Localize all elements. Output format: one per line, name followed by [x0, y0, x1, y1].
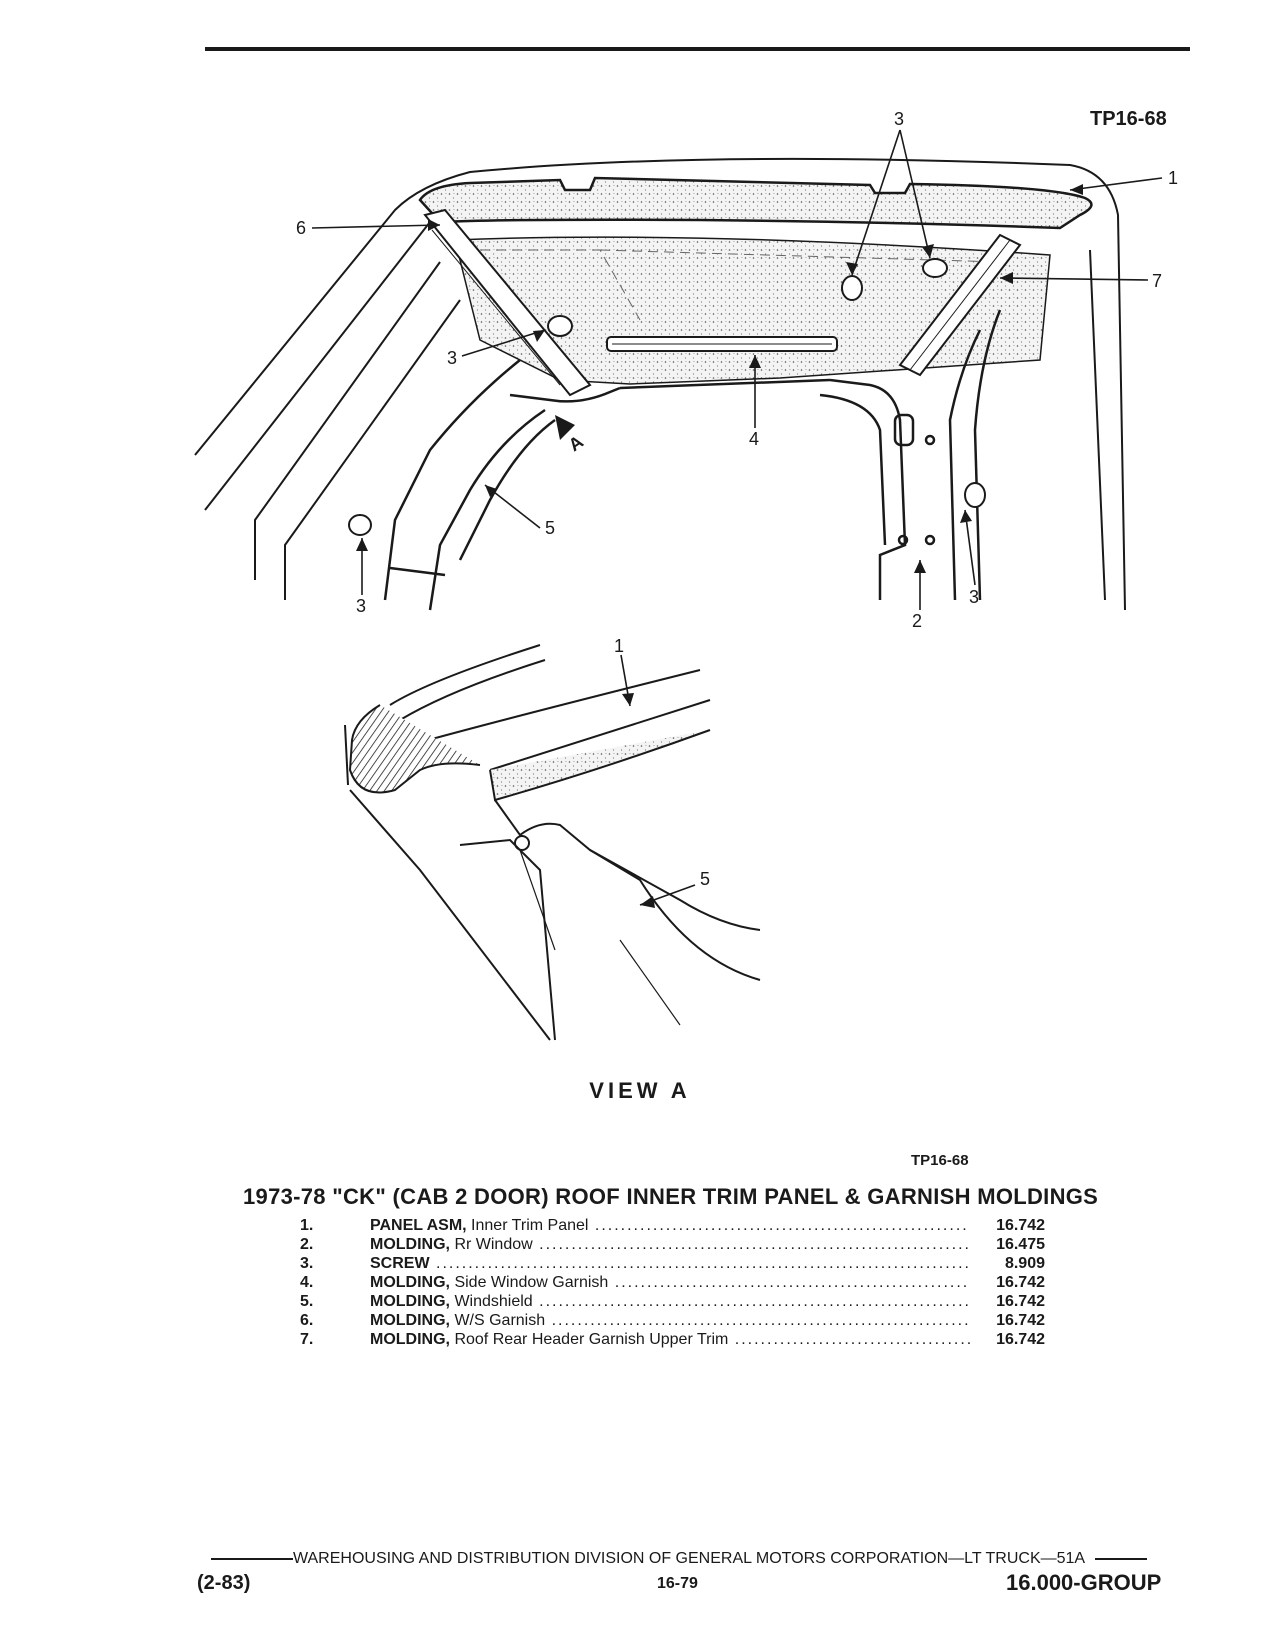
roof-rear-header-molding	[898, 233, 1022, 377]
rear-window-molding	[619, 309, 1002, 601]
item-description: SCREW ..................................…	[370, 1255, 970, 1272]
item-number: 6.	[300, 1312, 314, 1329]
list-item: 6. MOLDING, W/S Garnish ................…	[285, 1311, 1085, 1330]
callout-4: 4	[749, 429, 759, 449]
item-group: 16.742	[996, 1331, 1045, 1348]
figure-id: TP16-68	[1090, 108, 1167, 130]
footer-group: 16.000-GROUP	[1006, 1570, 1162, 1595]
callout-3: 3	[969, 587, 979, 607]
item-number: 7.	[300, 1331, 314, 1348]
view-a-arrow-label: A	[565, 431, 587, 455]
item-group: 8.909	[1004, 1255, 1045, 1272]
footer-division-text: WAREHOUSING AND DISTRIBUTION DIVISION OF…	[293, 1550, 1085, 1567]
callout-3: 3	[356, 596, 366, 616]
item-description: MOLDING, W/S Garnish ...................…	[370, 1312, 970, 1329]
callout-5-view: 5	[700, 869, 710, 889]
item-group: 16.742	[996, 1217, 1045, 1234]
item-description: MOLDING, Roof Rear Header Garnish Upper …	[370, 1331, 970, 1348]
item-group: 16.742	[996, 1293, 1045, 1310]
callout-2: 2	[912, 611, 922, 631]
item-number: 5.	[300, 1293, 314, 1310]
item-description: MOLDING, Rr Window .....................…	[370, 1236, 970, 1253]
footer-division-line: WAREHOUSING AND DISTRIBUTION DIVISION OF…	[211, 1550, 1166, 1568]
header-rule	[205, 47, 1190, 51]
footer-rule-left	[211, 1557, 293, 1560]
callout-1-view: 1	[614, 636, 624, 656]
list-item: 5. MOLDING, Windshield .................…	[285, 1292, 1085, 1311]
windshield-garnish-molding	[423, 208, 592, 397]
item-description: MOLDING, Side Window Garnish ...........…	[370, 1274, 970, 1291]
footer-date: (2-83)	[197, 1572, 251, 1594]
callout-6: 6	[296, 218, 306, 238]
view-a-detail	[344, 644, 761, 1041]
list-item: 7. MOLDING, Roof Rear Header Garnish Upp…	[285, 1330, 1085, 1349]
list-item: 4. MOLDING, Side Window Garnish ........…	[285, 1273, 1085, 1292]
footer-rule-right	[1094, 1557, 1147, 1560]
parts-list-title: 1973-78 "CK" (CAB 2 DOOR) ROOF INNER TRI…	[243, 1184, 1099, 1209]
exploded-view-illustration: 3 1 6 7 3 4 5 3 2 3 A 1 5	[194, 109, 1178, 1041]
callout-7: 7	[1152, 271, 1162, 291]
item-number: 1.	[300, 1217, 314, 1234]
item-number: 3.	[300, 1255, 314, 1272]
list-item: 1. PANEL ASM, Inner Trim Panel .........…	[285, 1216, 1085, 1235]
item-description: PANEL ASM, Inner Trim Panel ............…	[370, 1217, 970, 1234]
list-item: 3. SCREW ...............................…	[285, 1254, 1085, 1273]
cab-roof-outline	[194, 157, 1126, 611]
parts-list: 1. PANEL ASM, Inner Trim Panel .........…	[285, 1216, 1085, 1349]
item-group: 16.475	[996, 1236, 1045, 1253]
callout-leaders	[311, 129, 1163, 906]
callout-3: 3	[894, 109, 904, 129]
item-number: 2.	[300, 1236, 314, 1253]
item-description: MOLDING, Windshield ....................…	[370, 1293, 970, 1310]
screw-icons	[348, 258, 986, 536]
item-number: 4.	[300, 1274, 314, 1291]
item-group: 16.742	[996, 1312, 1045, 1329]
page-number: 16-79	[657, 1575, 698, 1592]
figure-id-lower: TP16-68	[911, 1152, 969, 1169]
list-item: 2. MOLDING, Rr Window ..................…	[285, 1235, 1085, 1254]
callout-3: 3	[447, 348, 457, 368]
callout-arrowheads	[356, 184, 1083, 908]
side-window-garnish-molding	[606, 336, 838, 352]
windshield-pillar-molding	[383, 359, 621, 611]
view-a-label: VIEW A	[589, 1078, 691, 1103]
item-group: 16.742	[996, 1274, 1045, 1291]
roof-inner-trim-panel	[418, 176, 1093, 385]
callout-5: 5	[545, 518, 555, 538]
callout-1: 1	[1168, 168, 1178, 188]
